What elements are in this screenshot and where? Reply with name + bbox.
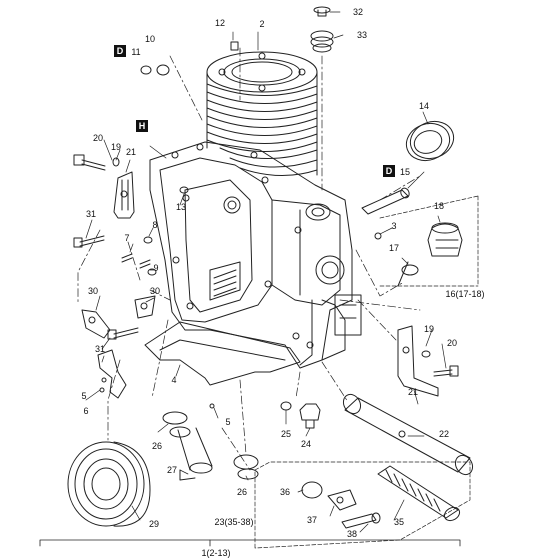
part-label-32: 32: [352, 7, 364, 17]
sump-plate: [144, 321, 301, 386]
part-label-20a: 20: [92, 133, 104, 143]
part-label-31b: 31: [94, 344, 106, 354]
part-label-18: 18: [433, 201, 445, 211]
tag-h: H: [136, 120, 148, 132]
part-label-21b: 21: [407, 387, 419, 397]
part-label-19b: 19: [423, 324, 435, 334]
part-label-33: 33: [356, 30, 368, 40]
cylinder: [206, 51, 318, 177]
strainer-27: [162, 411, 259, 481]
leader-lines: [85, 11, 447, 533]
part-label-6: 6: [83, 406, 89, 416]
part-label-7: 7: [124, 233, 130, 243]
part-label-22: 22: [438, 429, 450, 439]
part-label-35: 35: [393, 517, 405, 527]
part-label-11: 11: [131, 47, 141, 57]
bearing-29: [67, 441, 151, 527]
part-label-24: 24: [300, 439, 312, 449]
part-label-38: 38: [346, 529, 358, 539]
part-label-26b: 26: [236, 487, 248, 497]
part-label-17: 17: [388, 243, 400, 253]
filler-18: [397, 222, 463, 287]
part-label-15: 15: [399, 167, 411, 177]
part-label-25: 25: [280, 429, 292, 439]
oil-seal-14: [405, 120, 455, 162]
part-label-31a: 31: [85, 209, 97, 219]
part-label-12: 12: [214, 18, 226, 28]
small-hardware: [73, 41, 459, 409]
part-label-23: 23(35-38): [214, 517, 254, 527]
part-label-20b: 20: [446, 338, 458, 348]
part-36-37-38: [301, 481, 381, 529]
plug-24: [280, 401, 321, 429]
part-label-19a: 19: [110, 142, 122, 152]
part-label-4: 4: [171, 375, 177, 385]
bracket-30: [81, 295, 156, 339]
tag-d-left: D: [114, 45, 126, 57]
crankcase-body: [149, 141, 362, 369]
part-label-30a: 30: [87, 286, 99, 296]
part-label-1: 1(2-13): [201, 548, 231, 558]
assembly-lines: [77, 47, 421, 471]
group-outlines: [254, 195, 479, 549]
part-label-2: 2: [259, 19, 265, 29]
part-label-5a: 5: [81, 391, 87, 401]
part-label-3: 3: [391, 221, 397, 231]
part-label-14: 14: [418, 101, 430, 111]
tag-d-right: D: [383, 165, 395, 177]
part-label-26a: 26: [151, 441, 163, 451]
part-label-21a: 21: [125, 147, 137, 157]
bracket-6: [97, 349, 127, 399]
part-label-36: 36: [279, 487, 291, 497]
part-label-9: 9: [153, 263, 159, 273]
tube-15: [361, 187, 410, 215]
bracket-21-left: [113, 171, 135, 219]
part-label-5b: 5: [225, 417, 231, 427]
cap-32-33: [310, 6, 334, 53]
part-label-29: 29: [148, 519, 160, 529]
part-label-8: 8: [152, 220, 158, 230]
part-label-10: 10: [144, 34, 156, 44]
part-35: [377, 465, 461, 522]
group-bracket-1: [39, 539, 461, 547]
bracket-21-right: [397, 325, 439, 397]
shaft-22: [342, 393, 474, 476]
part-label-13: 13: [175, 202, 187, 212]
part-label-27: 27: [166, 465, 178, 475]
part-label-30b: 30: [149, 286, 161, 296]
part-label-16: 16(17-18): [445, 289, 485, 299]
part-label-37: 37: [306, 515, 318, 525]
